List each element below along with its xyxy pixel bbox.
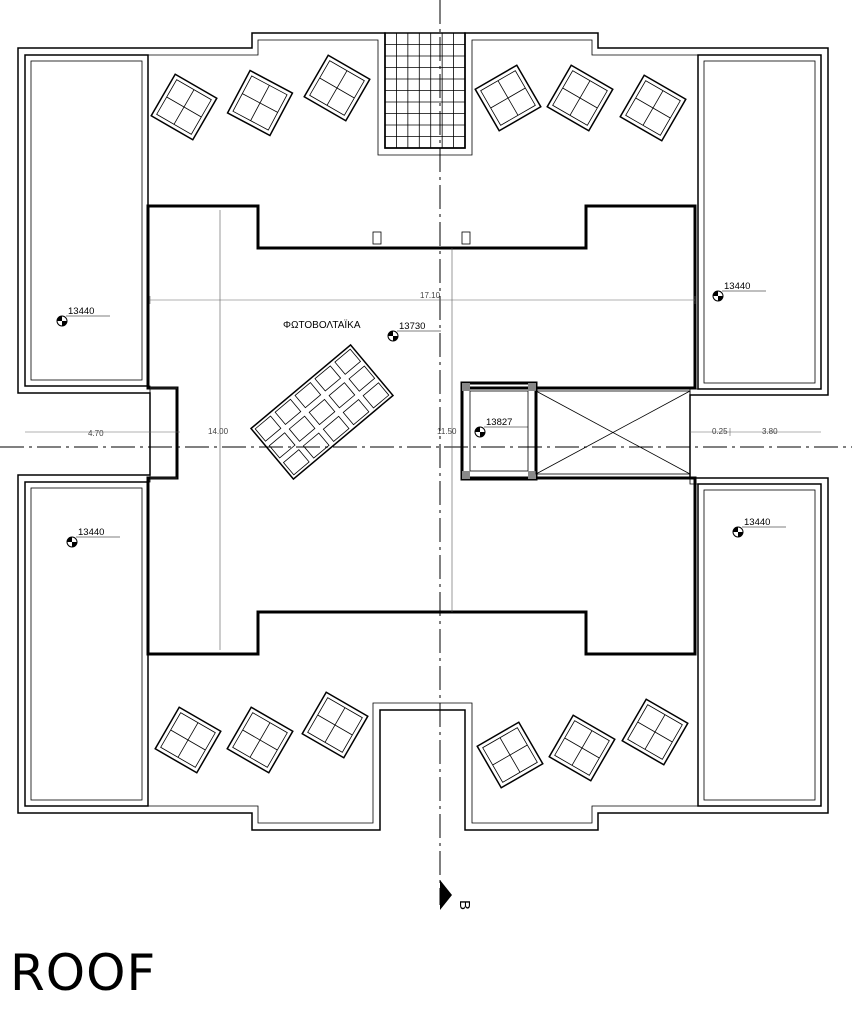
pv-module-6 <box>619 74 687 142</box>
level-value: 13440 <box>744 517 770 528</box>
level-value: 13440 <box>78 527 104 538</box>
level-value: 13440 <box>68 306 94 317</box>
dim-right-b: 3.80 <box>762 427 778 436</box>
pv-module-5 <box>546 64 614 132</box>
level-marker-left-top: 13440 <box>56 306 110 327</box>
pv-module-2 <box>226 69 294 137</box>
level-marker-right-bottom: 13440 <box>732 517 786 538</box>
photovoltaic-panels <box>150 54 689 789</box>
photovoltaics-label: ΦΩΤΟΒΟΛΤΑΪΚΑ <box>283 319 361 331</box>
dim-overall-width: 17.10 <box>420 291 441 300</box>
pv-module-7 <box>154 706 222 774</box>
pv-module-8 <box>226 706 294 774</box>
level-marker-right-top: 13440 <box>712 281 766 302</box>
skylight-grid <box>384 32 466 149</box>
pv-module-10 <box>476 721 544 789</box>
dim-center-depth: 14.00 <box>208 427 229 436</box>
pv-module-11 <box>548 714 616 782</box>
pv-module-3 <box>303 54 371 122</box>
photovoltaic-central-array <box>249 343 395 481</box>
dim-core-depth: 11.50 <box>437 427 457 436</box>
axis-lines <box>0 0 852 905</box>
central-roof <box>146 204 697 656</box>
stair-core <box>460 381 691 481</box>
pv-module-12 <box>621 698 689 766</box>
pv-module-9 <box>301 691 369 759</box>
corner-terraces <box>24 54 822 807</box>
dim-left-width: 4.70 <box>88 429 104 438</box>
dimension-lines <box>25 296 821 436</box>
level-marker-left-bottom: 13440 <box>66 527 120 548</box>
section-marker: B <box>440 880 473 910</box>
pv-module-1 <box>150 73 218 141</box>
level-value: 13827 <box>486 417 512 428</box>
level-value: 13730 <box>399 321 425 332</box>
level-marker-stair: 13827 <box>474 417 528 438</box>
level-marker-center: 13730 <box>387 321 441 342</box>
level-value: 13440 <box>724 281 750 292</box>
dim-right-a: 0.25 <box>712 427 728 436</box>
pv-module-4 <box>474 64 542 132</box>
page-title: ROOF <box>10 944 157 1002</box>
outer-walls <box>17 32 829 831</box>
section-marker-letter: B <box>456 900 473 910</box>
